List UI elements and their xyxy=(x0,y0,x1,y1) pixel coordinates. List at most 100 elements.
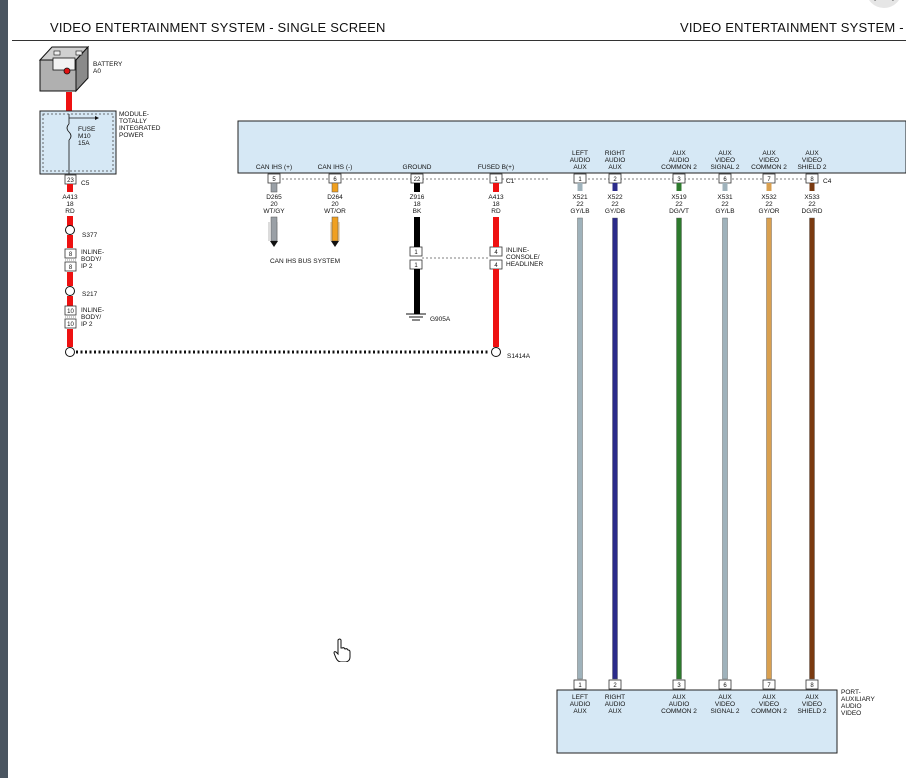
power-module-label-3: INTEGRATED xyxy=(119,125,161,132)
port-pin-2-label-3: AUX xyxy=(608,708,622,715)
c1-pin-6-number: 6 xyxy=(333,177,337,183)
power-module-connector: C5 xyxy=(81,180,90,187)
port-pin-6-label-1: AUX xyxy=(718,694,732,701)
c1-pin-1-color: RD xyxy=(491,208,501,215)
port-pin-7-box xyxy=(762,679,776,690)
c4-pin-1-wire xyxy=(577,217,583,680)
header-divider xyxy=(12,40,906,41)
c4-pin-1-number: 1 xyxy=(578,177,582,183)
c1-pin-6-gauge: 20 xyxy=(331,201,339,208)
c1-pin-5-color: WT/GY xyxy=(263,208,285,215)
c1-pin-6-wire-stub xyxy=(331,182,339,193)
splice-s217 xyxy=(65,286,75,296)
port-pin-1-label-3: AUX xyxy=(573,708,587,715)
port-pin-2-number: 2 xyxy=(613,683,617,689)
c1-pin-5-gauge: 20 xyxy=(270,201,278,208)
close-icon[interactable] xyxy=(862,0,906,10)
inline-body-1-pin-bottom: 8 xyxy=(69,265,73,271)
inline-console-pin-bottom-right: 4 xyxy=(494,263,498,269)
c4-pin-3-label-3: COMMON 2 xyxy=(661,164,697,171)
port-pin-1-label-2: AUDIO xyxy=(570,701,591,708)
c4-pin-3-gauge: 22 xyxy=(675,201,683,208)
port-pin-7-label-2: VIDEO xyxy=(759,701,779,708)
can-bus-label: CAN IHS BUS SYSTEM xyxy=(270,258,340,265)
c4-pin-7-label-3: COMMON 2 xyxy=(751,164,787,171)
splice-s1414a xyxy=(491,347,501,357)
port-pin-8-label-1: AUX xyxy=(805,694,819,701)
c4-pin-1-label-1: LEFT xyxy=(572,150,588,157)
c4-pin-8-gauge: 22 xyxy=(808,201,816,208)
c4-pin-2-wire xyxy=(612,217,618,680)
port-pin-7-label-1: AUX xyxy=(762,694,776,701)
c4-pin-7-color: GY/OR xyxy=(759,208,780,215)
connector-c1: C1 xyxy=(506,178,515,185)
fuse-id: M10 xyxy=(78,133,91,140)
c4-pin-6-circuit: X531 xyxy=(717,194,733,201)
c4-pin-1-gauge: 22 xyxy=(576,201,584,208)
c1-pin-6-arrow xyxy=(331,241,339,247)
fuse-label: FUSE xyxy=(78,126,96,133)
splice-s1414a-label: S1414A xyxy=(507,353,531,360)
c1-pin-1-wire-lower xyxy=(493,269,499,347)
inline-body-2-pin-bottom: 10 xyxy=(67,322,74,328)
battery-label: BATTERY xyxy=(93,61,123,68)
page-title-right: VIDEO ENTERTAINMENT SYSTEM - SINGLE SCRE… xyxy=(680,20,906,35)
port-aux-box xyxy=(556,689,838,754)
c4-pin-3-number: 3 xyxy=(677,177,681,183)
c4-pin-8-wire-stub xyxy=(809,183,815,191)
port-pin-8-label-2: VIDEO xyxy=(802,701,822,708)
fuse-icon xyxy=(66,114,99,174)
c4-pin-8-wire xyxy=(809,217,815,680)
c4-pin-3-label-1: AUX xyxy=(672,150,686,157)
c1-pin-5-label: CAN IHS (+) xyxy=(256,164,292,171)
c4-pin-6-label-3: SIGNAL 2 xyxy=(710,164,739,171)
port-pin-3-label-1: AUX xyxy=(672,694,686,701)
battery-feed-wire xyxy=(66,92,72,111)
c4-pin-2-label-2: AUDIO xyxy=(605,157,626,164)
c1-pin-1-wire-stub xyxy=(493,183,499,192)
inline-console-label-1: INLINE- xyxy=(506,247,529,254)
c1-pin-6-wire xyxy=(331,216,339,242)
c4-pin-8-number: 8 xyxy=(810,177,814,183)
inline-body-2-label-2: BODY/ xyxy=(81,314,101,321)
c4-pin-6-wire-stub xyxy=(722,183,728,191)
c1-pin-22-wire-upper xyxy=(414,217,420,247)
port-pin-8-box xyxy=(805,679,819,690)
c4-pin-2-gauge: 22 xyxy=(611,201,619,208)
c4-pin-2-label-1: RIGHT xyxy=(605,150,625,157)
port-aux-pins: 1LEFTAUDIOAUX2RIGHTAUDIOAUX3AUXAUDIOCOMM… xyxy=(570,679,827,715)
c1-pin-22-gauge: 18 xyxy=(413,201,421,208)
ground-icon xyxy=(406,313,426,321)
c1-pin-22-number: 22 xyxy=(414,177,421,183)
power-module-label-1: MODULE- xyxy=(119,111,149,118)
c4-pin-6-gauge: 22 xyxy=(721,201,729,208)
port-pin-3-box xyxy=(672,679,686,690)
battery-icon xyxy=(38,45,90,93)
c1-pin-1-number: 1 xyxy=(494,177,498,183)
inline-body-1-label-2: BODY/ xyxy=(81,256,101,263)
port-pin-1-label-1: LEFT xyxy=(572,694,588,701)
c4-pin-2-circuit: X522 xyxy=(607,194,623,201)
port-pin-7-label-3: COMMON 2 xyxy=(751,708,787,715)
port-pin-8-number: 8 xyxy=(810,683,814,689)
c4-pin-6-label-2: VIDEO xyxy=(715,157,735,164)
port-label-1: PORT- xyxy=(841,689,861,696)
c1-pin-6-label: CAN IHS (-) xyxy=(318,164,353,171)
port-pin-6-label-2: VIDEO xyxy=(715,701,735,708)
port-pin-1-box xyxy=(573,679,587,690)
c4-pin-8-circuit: X533 xyxy=(804,194,820,201)
port-pin-3-label-2: AUDIO xyxy=(669,701,690,708)
c4-pin-7-circuit: X532 xyxy=(761,194,777,201)
video-module-c4-pins: LEFTAUDIOAUX1X52122GY/LBRIGHTAUDIOAUX2X5… xyxy=(570,150,827,680)
c4-pin-7-gauge: 22 xyxy=(765,201,773,208)
page-title-left: VIDEO ENTERTAINMENT SYSTEM - SINGLE SCRE… xyxy=(50,20,386,35)
c4-pin-6-label-1: AUX xyxy=(718,150,732,157)
c4-pin-1-label-2: AUDIO xyxy=(570,157,591,164)
window-left-edge xyxy=(0,0,8,778)
port-pin-8-label-3: SHIELD 2 xyxy=(798,708,827,715)
c4-pin-2-wire-stub xyxy=(612,183,618,191)
power-module-label-2: TOTALLY xyxy=(119,118,147,125)
c1-pin-22-color: BK xyxy=(413,208,422,215)
c4-pin-2-label-3: AUX xyxy=(608,164,622,171)
